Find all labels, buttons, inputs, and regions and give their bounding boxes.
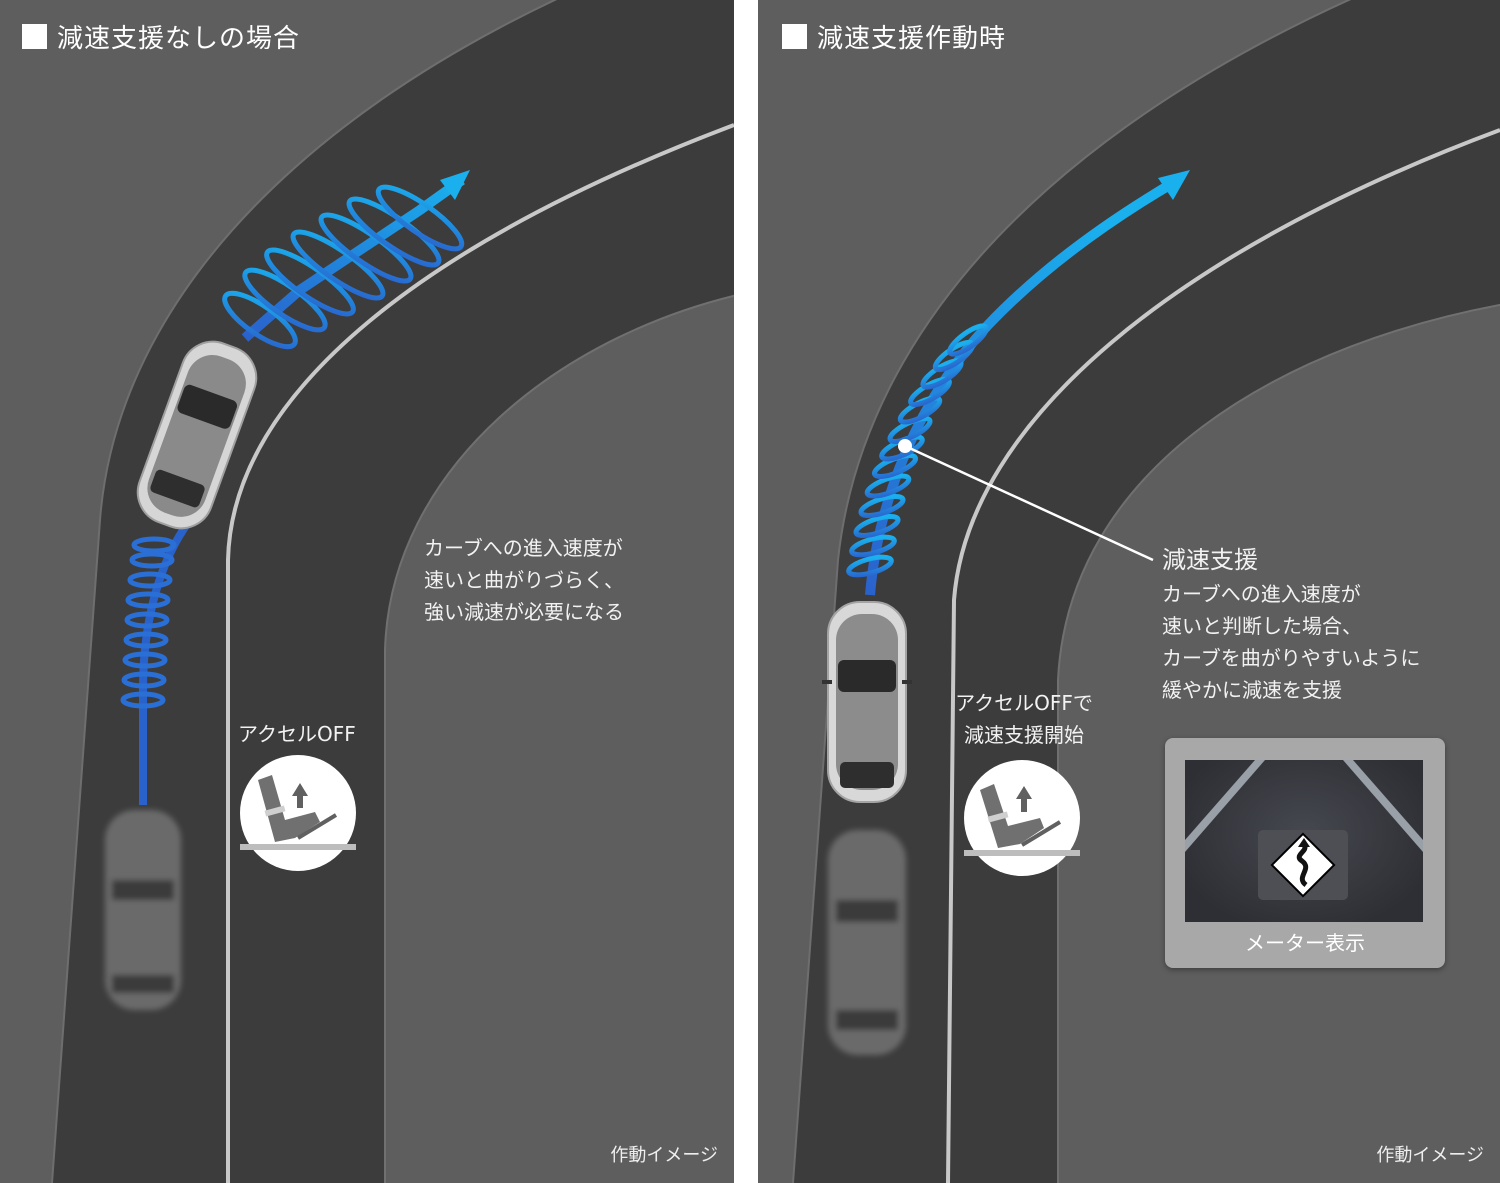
meter-road-graphic <box>1185 760 1423 900</box>
car-decelerating <box>822 601 912 803</box>
road <box>793 0 1500 1183</box>
meter-label: メーター表示 <box>1245 931 1365 955</box>
road <box>52 0 734 1183</box>
caption-right: 作動イメージ <box>1376 1145 1484 1166</box>
callout-line <box>904 444 1154 562</box>
pedal-label-left: アクセルOFF <box>238 722 356 746</box>
oscillation-spiral-upper <box>222 184 465 350</box>
lane-line <box>946 128 1500 1183</box>
car-blurred <box>828 830 906 1055</box>
panel-with-assist: 減速支援作動時 減速支援 カーブへの進入速度が 速いと判断した場合、 カーブを曲… <box>758 0 1500 1183</box>
title-without-assist: 減速支援なしの場合 <box>22 18 300 55</box>
caption-left: 作動イメージ <box>610 1145 718 1166</box>
title-with-assist: 減速支援作動時 <box>782 18 1006 55</box>
road-scene-right <box>792 0 1500 1183</box>
car-blurred <box>105 810 181 1010</box>
winding-road-sign-icon <box>1270 832 1336 898</box>
foot-release-accelerator-icon <box>964 760 1080 876</box>
pedal-label-right: アクセルOFFで 減速支援開始 <box>955 691 1093 747</box>
panel-without-assist: 減速支援なしの場合 カーブへの進入速度が 速いと曲がりづらく、 強い減速が必要に… <box>0 0 734 1183</box>
foot-release-accelerator-icon <box>240 755 356 871</box>
description-without-assist: カーブへの進入速度が 速いと曲がりづらく、 強い減速が必要になる <box>424 536 624 624</box>
callout-text: 減速支援 カーブへの進入速度が 速いと判断した場合、 カーブを曲がりやすいように… <box>1162 542 1420 706</box>
lane-line <box>226 123 734 1183</box>
road-scene-left <box>51 0 734 1183</box>
white-square-icon <box>22 24 47 49</box>
arrow-head <box>1158 170 1190 200</box>
callout-title: 減速支援 <box>1162 546 1258 574</box>
white-square-icon <box>782 24 807 49</box>
oscillation-spiral <box>846 323 989 578</box>
oscillation-spiral-lower <box>120 536 177 709</box>
arrow-head <box>440 170 470 200</box>
car-turning <box>136 340 258 530</box>
meter-screen <box>1185 760 1423 922</box>
meter-display: メーター表示 <box>1165 738 1445 968</box>
